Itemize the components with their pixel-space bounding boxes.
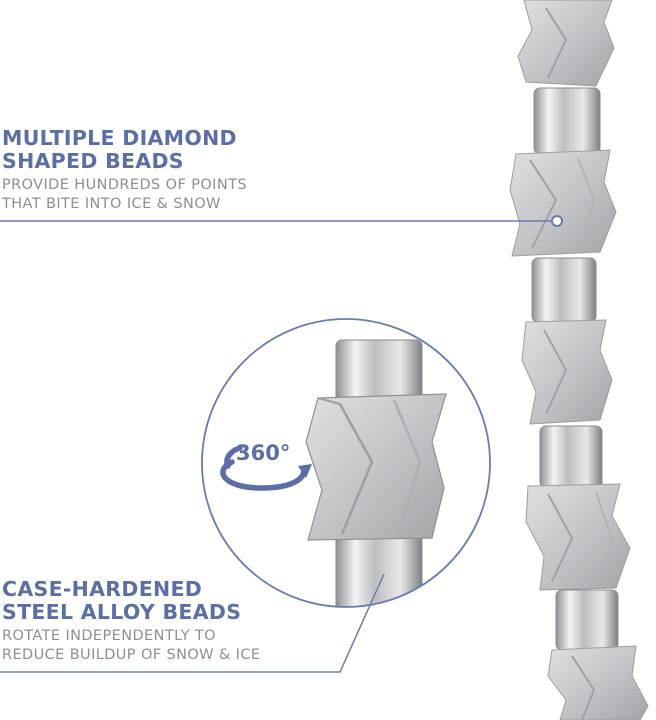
diamond-bead <box>305 393 447 541</box>
rotate-360-icon <box>220 445 312 491</box>
callout-headline: CASE-HARDENED STEEL ALLOY BEADS <box>2 578 260 624</box>
diamond-bead <box>509 149 617 257</box>
rotation-badge: 360° <box>236 441 290 465</box>
diamond-bead <box>547 645 649 720</box>
subtext-line: ROTATE INDEPENDENTLY TO <box>2 628 216 644</box>
subtext-line: REDUCE BUILDUP OF SNOW & ICE <box>2 647 261 663</box>
diamond-bead <box>525 483 631 591</box>
callout-subtext: ROTATE INDEPENDENTLY TO REDUCE BUILDUP O… <box>2 627 260 665</box>
callout-dot-icon <box>551 215 563 227</box>
bead-chain <box>509 0 649 720</box>
subtext-line: THAT BITE INTO ICE & SNOW <box>2 196 221 212</box>
callout-headline: MULTIPLE DIAMOND SHAPED BEADS <box>2 127 247 173</box>
callout-line-bottom <box>0 573 385 673</box>
spacer-cylinder <box>555 589 619 651</box>
spacer-cylinder <box>539 425 603 489</box>
headline-line: SHAPED BEADS <box>2 149 184 173</box>
spacer-cylinder <box>533 87 601 155</box>
diamond-bead <box>517 0 615 87</box>
spacer-cylinder <box>531 257 597 323</box>
diamond-bead <box>521 319 613 425</box>
spacer-cylinder <box>335 533 423 607</box>
callout-steel-beads: CASE-HARDENED STEEL ALLOY BEADS ROTATE I… <box>2 578 260 665</box>
zoom-detail: 360° <box>201 318 491 608</box>
headline-line: CASE-HARDENED <box>2 577 203 601</box>
headline-line: STEEL ALLOY BEADS <box>2 600 242 624</box>
subtext-line: PROVIDE HUNDREDS OF POINTS <box>2 177 247 193</box>
callout-lines <box>0 215 563 673</box>
callout-diamond-beads: MULTIPLE DIAMOND SHAPED BEADS PROVIDE HU… <box>2 127 247 214</box>
headline-line: MULTIPLE DIAMOND <box>2 126 237 150</box>
callout-subtext: PROVIDE HUNDREDS OF POINTS THAT BITE INT… <box>2 176 247 214</box>
